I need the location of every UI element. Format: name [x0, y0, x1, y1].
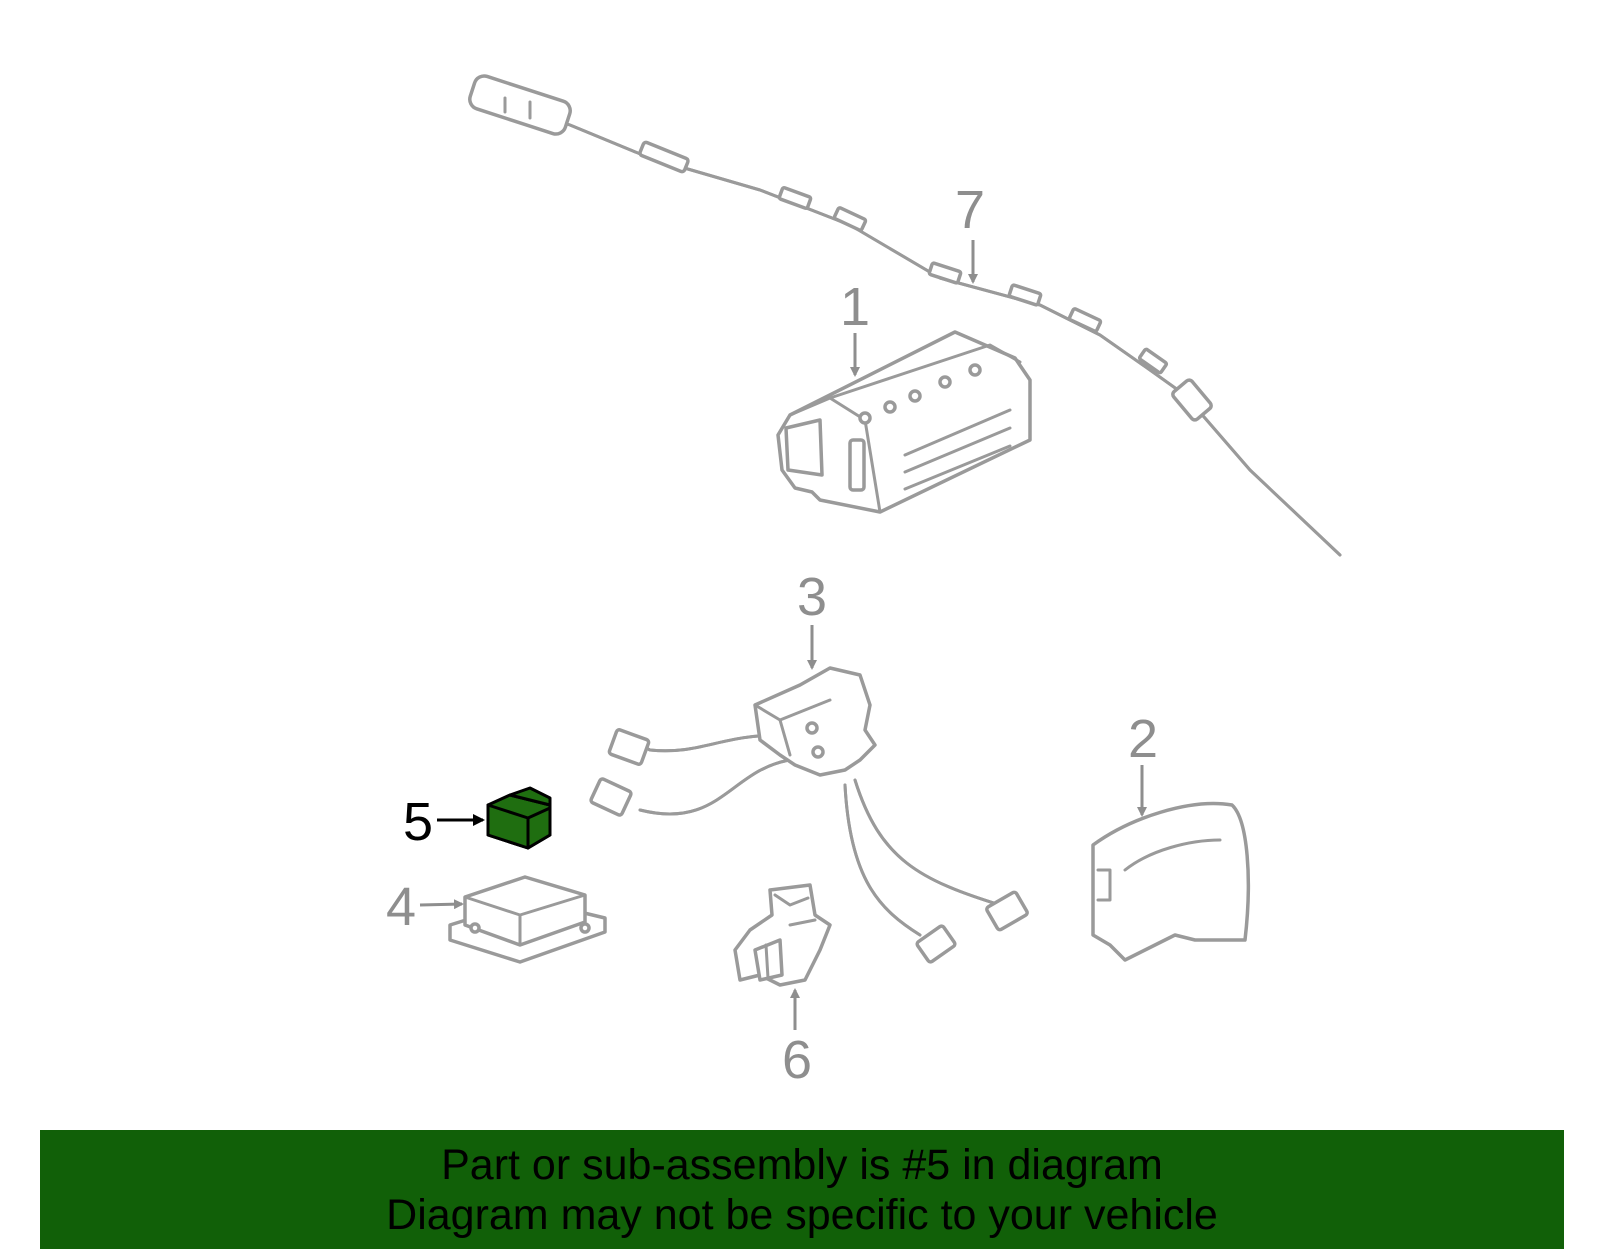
info-banner: Part or sub-assembly is #5 in diagram Di…	[40, 1130, 1564, 1249]
banner-line-2: Diagram may not be specific to your vehi…	[386, 1191, 1218, 1239]
part-3-clockspring[interactable]	[589, 666, 1029, 964]
parts-diagram: 7 1 3 2 5 4 6	[386, 73, 1342, 1090]
callout-5[interactable]: 5	[403, 792, 433, 852]
leader-4	[419, 899, 464, 910]
part-1-passenger-airbag[interactable]	[776, 330, 1032, 514]
callout-6[interactable]: 6	[782, 1030, 812, 1090]
callout-4[interactable]: 4	[386, 877, 416, 937]
callout-7[interactable]: 7	[955, 180, 985, 240]
callout-1[interactable]: 1	[840, 277, 870, 337]
part-2-driver-airbag[interactable]	[1091, 801, 1251, 962]
part-7-curtain-airbag[interactable]	[467, 73, 1342, 557]
callout-2[interactable]: 2	[1128, 709, 1158, 769]
part-5-sensor-highlighted[interactable]	[486, 786, 552, 850]
callout-3[interactable]: 3	[797, 567, 827, 627]
part-4-control-module[interactable]	[448, 875, 607, 964]
banner-line-1: Part or sub-assembly is #5 in diagram	[441, 1141, 1163, 1189]
part-6-bracket[interactable]	[733, 883, 832, 987]
